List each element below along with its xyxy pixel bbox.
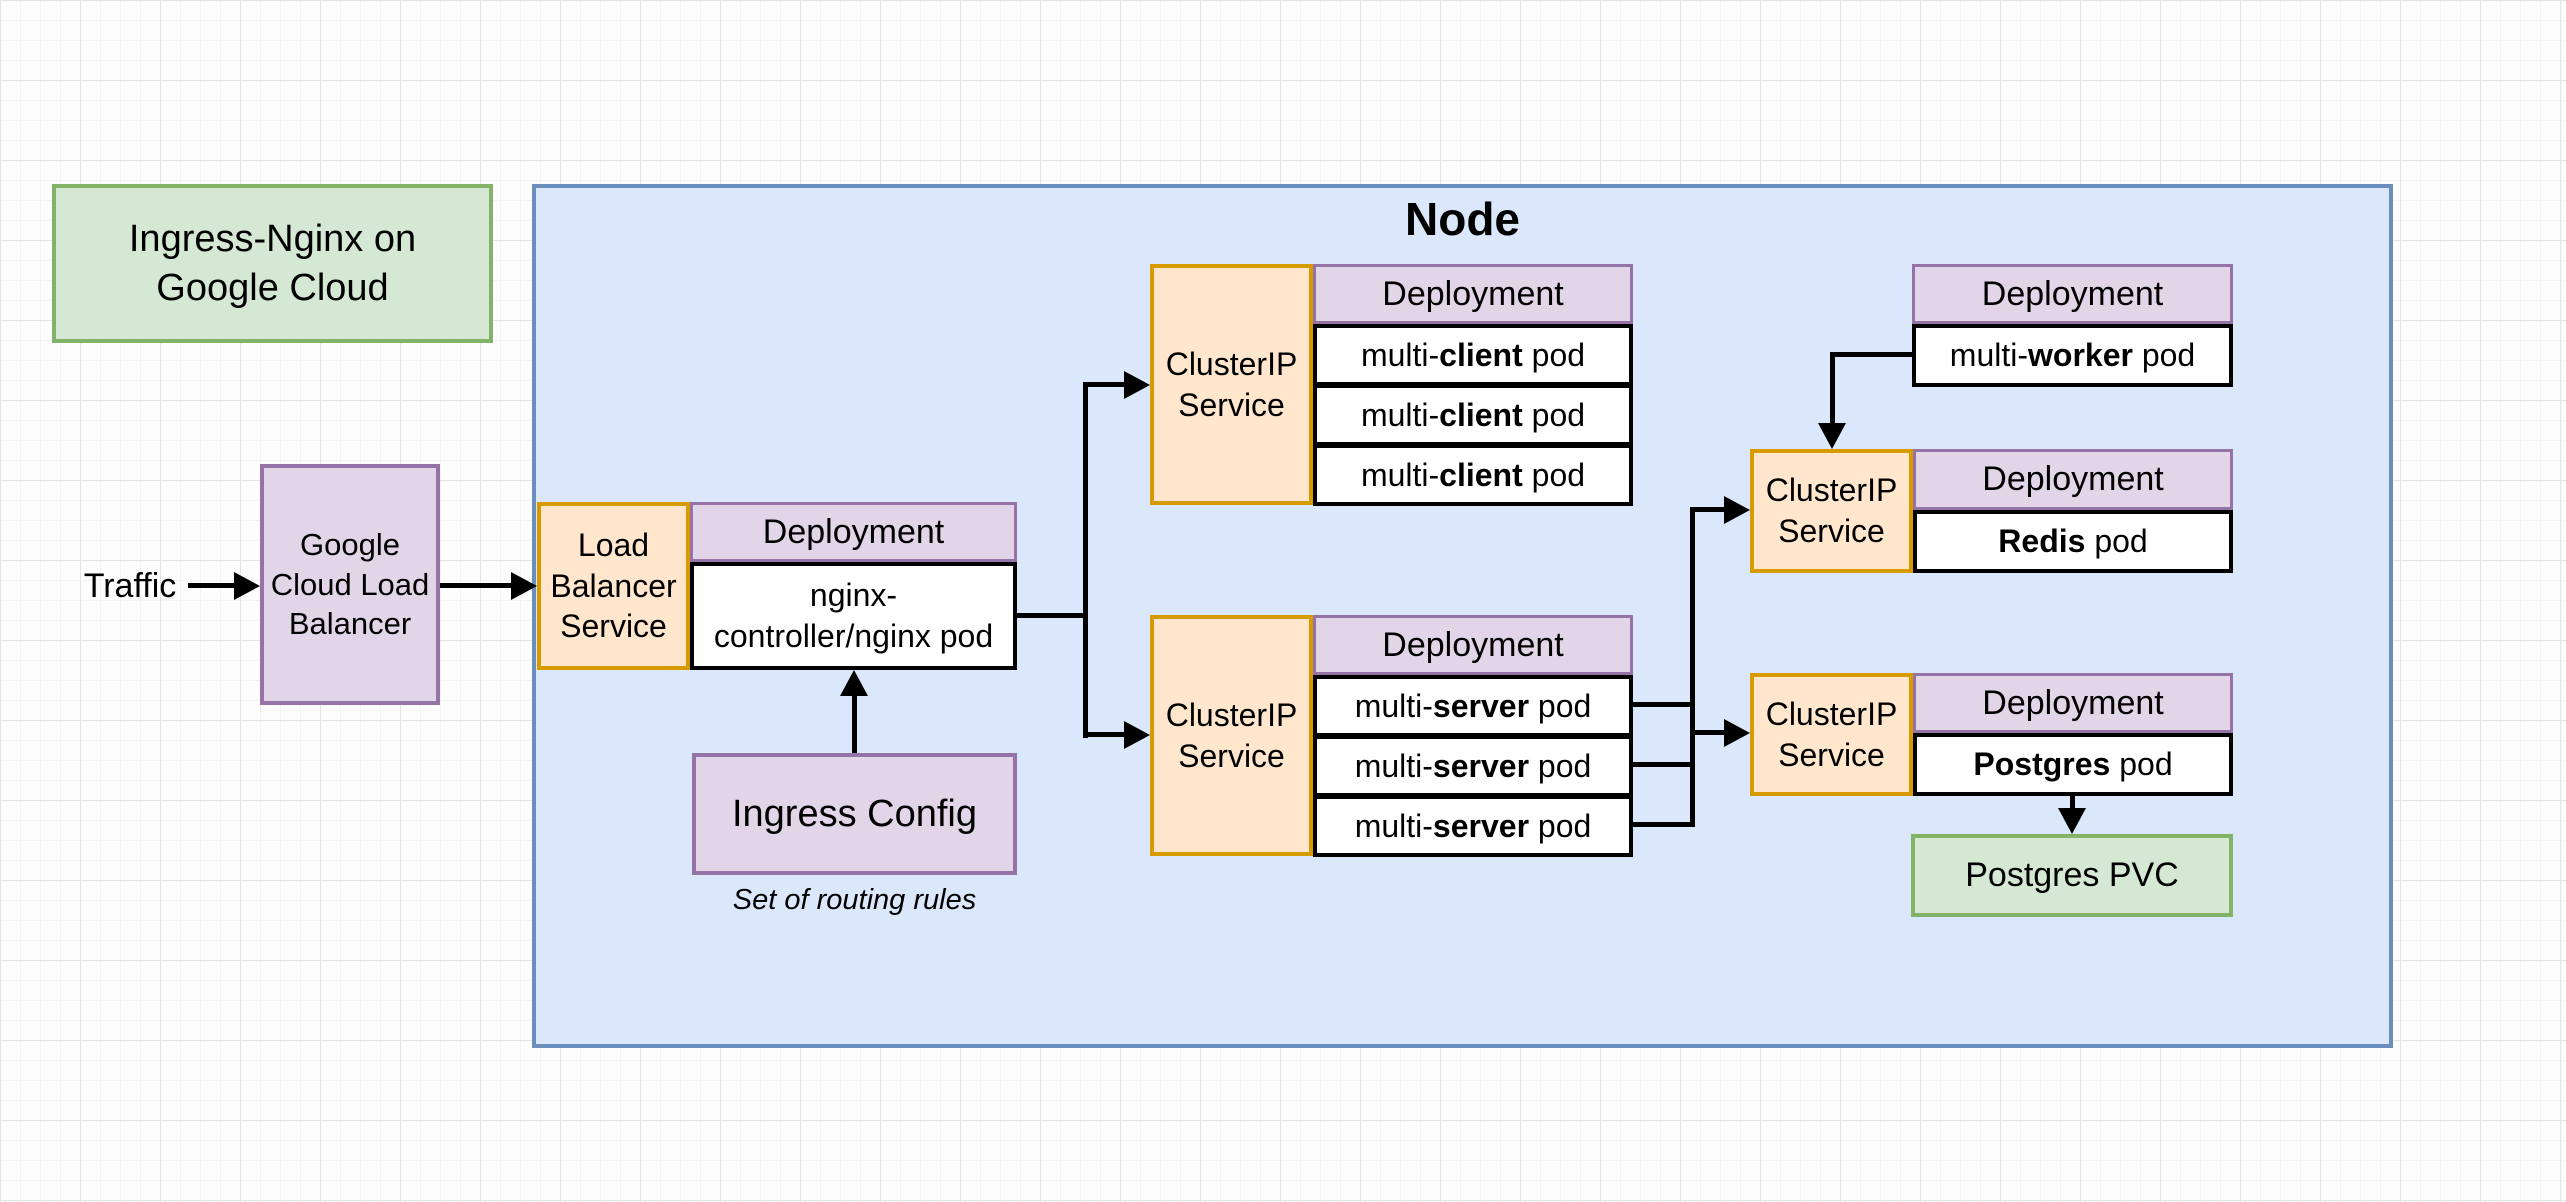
postgres-deployment-header: Deployment [1913, 673, 2233, 733]
edge-to-redis-service [1692, 507, 1724, 512]
client-service-line: Service [1178, 386, 1285, 423]
redis-service-line: ClusterIP [1765, 472, 1898, 509]
redis-service-line: Service [1778, 513, 1885, 549]
diagram-title-line: Ingress-Nginx on [128, 217, 417, 260]
client-pod: multi-client pod [1313, 324, 1633, 386]
gclb-line: Cloud Load [270, 566, 430, 602]
edge-gclb-to-lb-service [440, 583, 511, 588]
client-service-line: ClusterIP [1165, 345, 1298, 382]
postgres-service-line: Service [1778, 736, 1885, 773]
nginx-controller-pod: nginx- controller/nginx pod [690, 562, 1017, 670]
gclb-line: Balancer [288, 606, 412, 642]
postgres-pod: Postgres pod [1913, 733, 2233, 796]
arrowhead-to-postgres-service [1724, 719, 1750, 747]
redis-clusterip-service: ClusterIP Service [1750, 449, 1913, 573]
worker-deployment-header: Deployment [1912, 264, 2233, 324]
diagram-title-line: Google Cloud [156, 266, 389, 309]
traffic-label: Traffic [83, 567, 177, 605]
edge-worker-h [1830, 352, 1912, 357]
edge-branch-trunk [1083, 382, 1088, 738]
gclb-box: Google Cloud Load Balancer [260, 464, 440, 705]
server-pod: multi-server pod [1313, 735, 1633, 797]
diagram-title-box: Ingress-Nginx on Google Cloud [52, 184, 493, 343]
arrowhead-ingress-to-nginx-pod [840, 670, 868, 696]
client-pod: multi-client pod [1313, 444, 1633, 506]
edge-server-pod-stub [1633, 822, 1692, 827]
nginx-deployment-header: Deployment [690, 502, 1017, 562]
client-clusterip-service: ClusterIP Service [1150, 264, 1313, 505]
arrowhead-worker-to-redis-service [1818, 423, 1846, 449]
node-title: Node [1405, 193, 1520, 245]
edge-postgres-to-pvc [2070, 796, 2075, 810]
ingress-config-box: Ingress Config [692, 753, 1017, 875]
edge-traffic-to-gclb [188, 583, 234, 588]
postgres-clusterip-service: ClusterIP Service [1750, 673, 1913, 796]
gclb-line: Google [300, 526, 400, 562]
edge-worker-v [1830, 352, 1835, 423]
lb-service-box: Load Balancer Service [537, 502, 690, 670]
edge-ingress-to-nginx-pod [852, 694, 857, 753]
nginx-pod-line: nginx- [809, 577, 898, 614]
arrowhead-to-client-service [1124, 371, 1150, 399]
server-service-line: Service [1178, 737, 1285, 774]
edge-server-pod-stub [1633, 762, 1692, 767]
arrowhead-postgres-to-pvc [2058, 808, 2086, 834]
arrowhead-traffic-to-gclb [234, 572, 260, 600]
lb-service-line: Service [560, 608, 667, 645]
arrowhead-gclb-to-lb-service [511, 572, 537, 600]
edge-server-pod-stub [1633, 702, 1692, 707]
routing-rules-note: Set of routing rules [732, 884, 977, 916]
server-clusterip-service: ClusterIP Service [1150, 615, 1313, 856]
server-pod: multi-server pod [1313, 795, 1633, 857]
edge-branch-to-server-service [1085, 732, 1124, 737]
arrowhead-to-redis-service [1724, 496, 1750, 524]
redis-deployment-header: Deployment [1913, 449, 2233, 510]
lb-service-line: Load [577, 526, 650, 563]
client-deployment-header: Deployment [1313, 264, 1633, 324]
lb-service-line: Balancer [550, 567, 677, 604]
postgres-service-line: ClusterIP [1765, 695, 1898, 732]
server-service-line: ClusterIP [1165, 696, 1298, 733]
edge-branch-to-client-service [1085, 382, 1124, 387]
nginx-pod-line: controller/nginx pod [713, 618, 994, 654]
worker-pod: multi-worker pod [1912, 324, 2233, 387]
edge-server-trunk [1690, 507, 1695, 827]
arrowhead-to-server-service [1124, 721, 1150, 749]
postgres-pvc-box: Postgres PVC [1911, 834, 2233, 917]
redis-pod: Redis pod [1913, 510, 2233, 573]
edge-nginx-pod-out [1017, 613, 1088, 618]
edge-to-postgres-service [1692, 730, 1724, 735]
server-deployment-header: Deployment [1313, 615, 1633, 675]
client-pod: multi-client pod [1313, 384, 1633, 446]
server-pod: multi-server pod [1313, 675, 1633, 737]
